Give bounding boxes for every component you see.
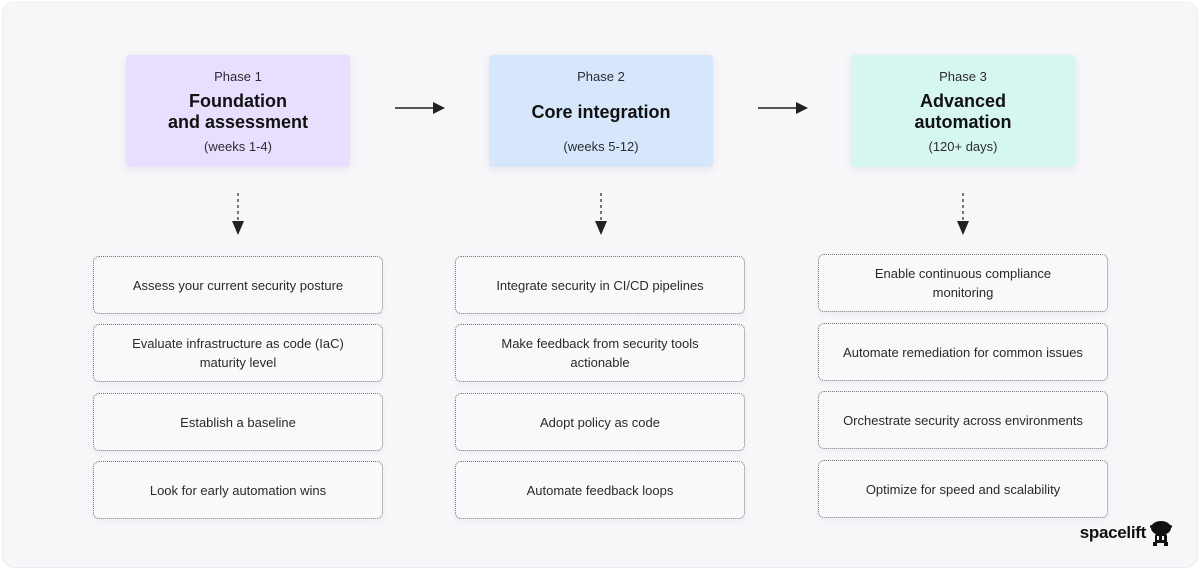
phase-label: Phase 3 [939,69,987,84]
phase-3-box: Phase 3 Advanced automation (120+ days) [851,55,1075,167]
step-box: Look for early automation wins [93,461,383,519]
phase-duration: (120+ days) [928,139,998,154]
phase-duration: (weeks 5-12) [563,139,639,154]
logo-text: spacelift [1079,523,1147,542]
dotted-arrow-down-icon [957,193,969,235]
step-box: Evaluate infrastructure as code (IaC) ma… [93,324,383,382]
step-box: Optimize for speed and scalability [818,460,1108,518]
step-box: Assess your current security posture [93,256,383,314]
phase-title: Advanced automation [914,91,1012,132]
step-box: Make feedback from security tools action… [455,324,745,382]
phase-title: Core integration [531,102,671,122]
step-box: Automate remediation for common issues [818,323,1108,381]
phase-1-box: Phase 1 Foundation and assessment (weeks… [126,55,350,167]
spacelift-logo: spacelift [1080,519,1173,547]
step-box: Automate feedback loops [455,461,745,519]
step-box: Adopt policy as code [455,393,745,451]
arrow-right-icon [758,102,808,114]
arrow-right-icon [395,102,445,114]
step-box: Establish a baseline [93,393,383,451]
astronaut-icon [1150,521,1172,546]
phase-2-box: Phase 2 Core integration (weeks 5-12) [489,55,713,167]
phase-title: Foundation and assessment [167,91,309,132]
dotted-arrow-down-icon [232,193,244,235]
phase-label: Phase 2 [577,69,625,84]
phase-label: Phase 1 [214,69,262,84]
phase-duration: (weeks 1-4) [204,139,272,154]
step-box: Integrate security in CI/CD pipelines [455,256,745,314]
step-box: Orchestrate security across environments [818,391,1108,449]
step-box: Enable continuous compliance monitoring [818,254,1108,312]
dotted-arrow-down-icon [595,193,607,235]
